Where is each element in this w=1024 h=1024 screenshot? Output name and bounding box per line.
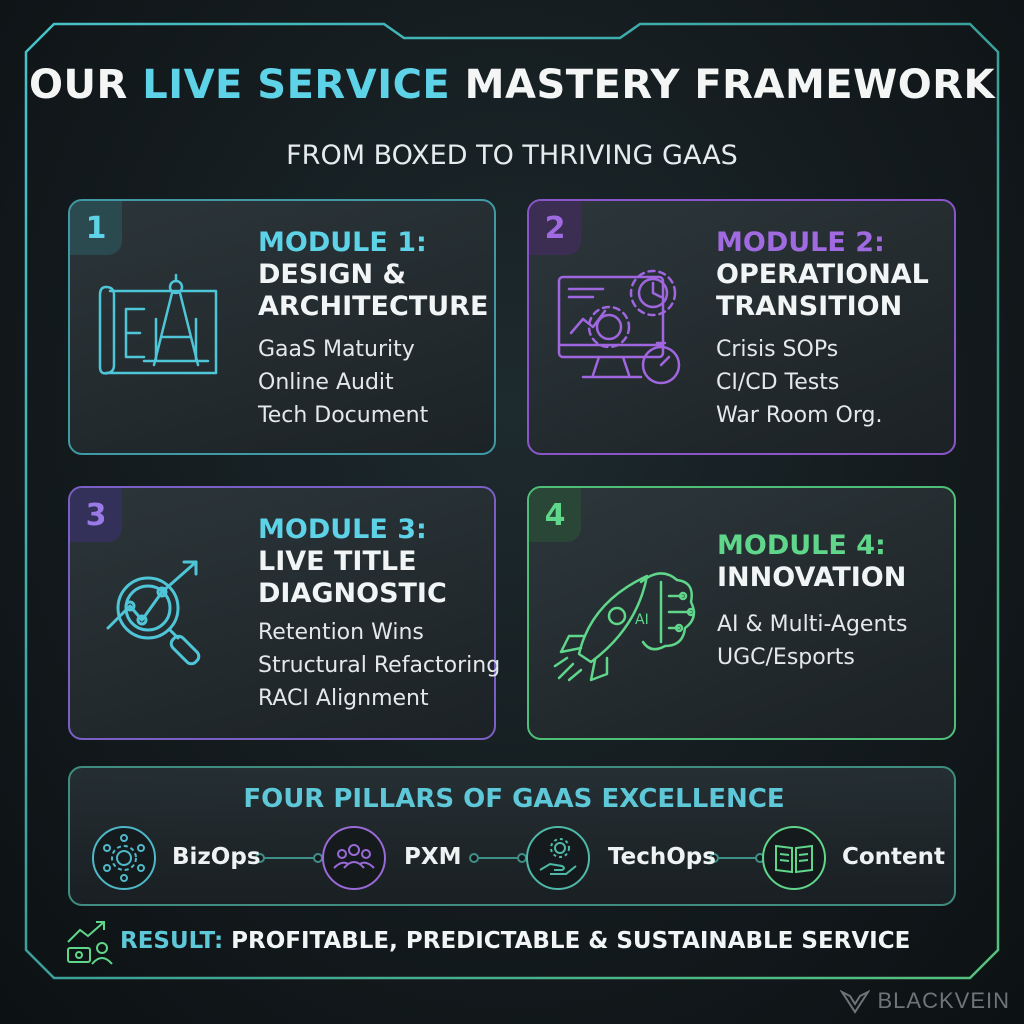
- pillar-pxm-icon-ring: [322, 826, 386, 890]
- module-items: AI & Multi-Agents UGC/Esports: [717, 608, 908, 674]
- list-item: Tech Document: [258, 403, 429, 428]
- list-item: Structural Refactoring: [258, 653, 501, 678]
- list-item: Online Audit: [258, 370, 394, 395]
- module-name: DESIGN &ARCHITECTURE: [258, 259, 489, 322]
- module-label: MODULE 4:: [717, 530, 886, 561]
- list-item: Retention Wins: [258, 620, 424, 645]
- module-name: INNOVATION: [717, 562, 907, 593]
- page-title: OUR LIVE SERVICE MASTERY FRAMEWORK: [29, 62, 995, 108]
- list-item: CI/CD Tests: [716, 370, 840, 395]
- pillar-content-icon-ring: [762, 826, 826, 890]
- pillars-title: FOUR PILLARS OF GAAS EXCELLENCE: [243, 784, 785, 814]
- svg-text:AI: AI: [635, 612, 649, 628]
- module-label: MODULE 2:: [716, 227, 885, 258]
- module-number: 4: [529, 488, 581, 542]
- hand-gear-icon: [539, 838, 577, 875]
- list-item: War Room Org.: [716, 403, 883, 428]
- monitor-gears-stopwatch-icon: [557, 269, 681, 385]
- growth-money-person-icon: [67, 921, 113, 965]
- rocket-ai-brain-icon: AI: [553, 572, 696, 682]
- list-item: UGC/Esports: [717, 645, 855, 670]
- pillar-connectors: [255, 853, 765, 863]
- result-line: RESULT: PROFITABLE, PREDICTABLE & SUSTAI…: [120, 928, 911, 954]
- pillar-label-techops: TechOps: [608, 844, 716, 870]
- module-items: Crisis SOPs CI/CD Tests War Room Org.: [716, 333, 882, 432]
- pillars-panel: FOUR PILLARS OF GAAS EXCELLENCE BizOps P…: [68, 766, 956, 906]
- module-number: 2: [529, 201, 581, 255]
- pillar-label-bizops: BizOps: [172, 844, 261, 870]
- magnifier-trend-icon: [106, 560, 201, 666]
- pillar-label-content: Content: [842, 844, 946, 870]
- module-items: Retention Wins Structural Refactoring RA…: [258, 616, 500, 715]
- people-group-icon: [333, 844, 375, 869]
- brand-logo: BLACKVEIN: [839, 988, 1010, 1014]
- pillar-techops-icon-ring: [526, 826, 590, 890]
- outer-frame: [24, 22, 1000, 980]
- module-number: 3: [70, 488, 122, 542]
- module-number: 1: [70, 201, 122, 255]
- pillar-bizops-icon-ring: [92, 826, 156, 890]
- module-card-1: 1 MODULE 1: DESIGN &ARCHITECTURE GaaS Ma…: [68, 199, 496, 455]
- page-subtitle: FROM BOXED TO THRIVING GAAS: [286, 140, 738, 171]
- list-item: AI & Multi-Agents: [717, 612, 908, 637]
- pillar-label-pxm: PXM: [404, 844, 462, 870]
- module-label: MODULE 1:: [258, 227, 427, 258]
- module-card-4: 4 AI MODULE 4: INNOVATION AI & Multi-Age…: [527, 486, 956, 740]
- list-item: RACI Alignment: [258, 686, 429, 711]
- blueprint-compass-icon: [98, 273, 218, 375]
- list-item: GaaS Maturity: [258, 337, 415, 362]
- open-book-icon: [775, 844, 813, 874]
- module-label: MODULE 3:: [258, 514, 427, 545]
- blackvein-logo-icon: [839, 989, 872, 1014]
- module-items: GaaS Maturity Online Audit Tech Document: [258, 333, 428, 432]
- network-gear-icon: [103, 834, 145, 882]
- list-item: Crisis SOPs: [716, 337, 839, 362]
